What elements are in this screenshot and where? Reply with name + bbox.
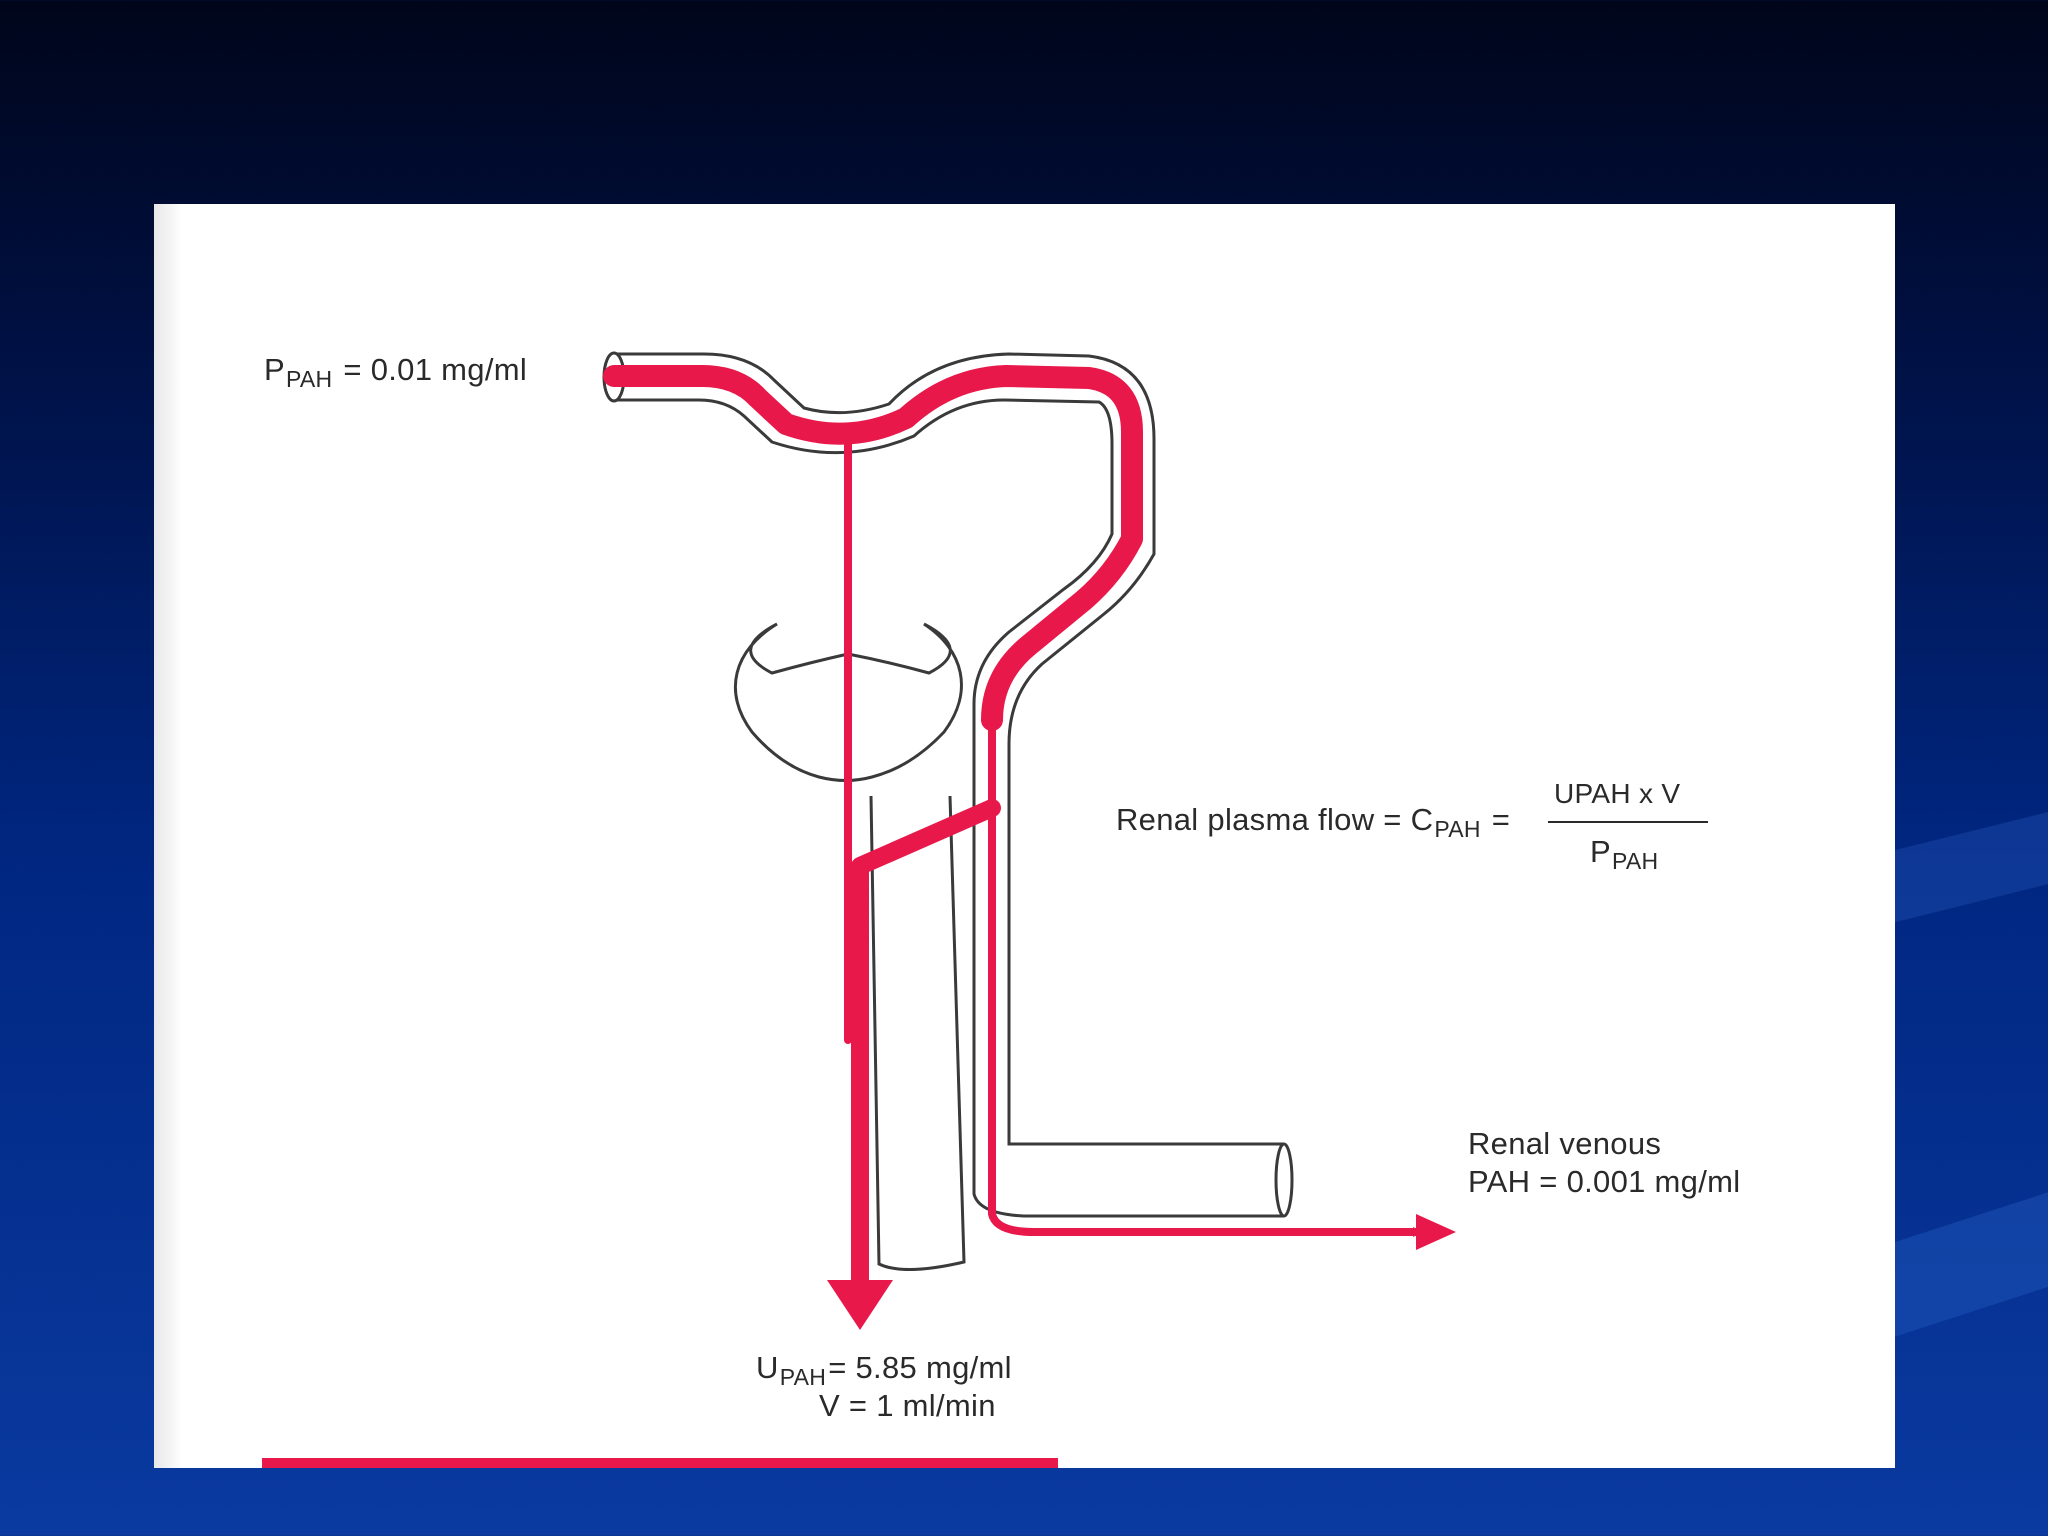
urine-flow-label: V = 1 ml/min bbox=[819, 1388, 996, 1423]
vessel-inner-wall bbox=[614, 398, 1284, 1218]
formula-denominator: PPAH bbox=[1590, 834, 1659, 874]
renal-venous-pah-label: PAH = 0.001 mg/ml bbox=[1468, 1164, 1741, 1199]
fraction-bar bbox=[1548, 821, 1708, 823]
venous-vessel-opening bbox=[1274, 1142, 1294, 1218]
vessel-outer-wall bbox=[614, 352, 1284, 1146]
venous-flow-line bbox=[988, 716, 1423, 1237]
renal-venous-label: Renal venous bbox=[1468, 1126, 1662, 1161]
nephron-diagram bbox=[602, 351, 1456, 1330]
venous-arrowhead bbox=[1416, 1214, 1456, 1250]
formula-numerator: UPAH x V bbox=[1554, 778, 1681, 809]
renal-plasma-flow-label: Renal plasma flow = CPAH = bbox=[1116, 802, 1511, 842]
pah-clearance-figure: PPAH = 0.01 mg/ml Renal plasma flow = CP… bbox=[154, 204, 1895, 1468]
scan-edge-shadow bbox=[154, 204, 182, 1468]
plasma-flow-line bbox=[603, 365, 1143, 731]
urine-arrowhead bbox=[827, 1280, 893, 1330]
urine-pah-label: UPAH= 5.85 mg/ml bbox=[756, 1350, 1012, 1390]
bowmans-capsule bbox=[734, 622, 963, 782]
arterial-pah-label: PPAH = 0.01 mg/ml bbox=[264, 352, 528, 392]
secretion-flow-line bbox=[851, 799, 1001, 1293]
figure-caption-bar bbox=[262, 1458, 1058, 1468]
collecting-tubule bbox=[869, 795, 966, 1271]
